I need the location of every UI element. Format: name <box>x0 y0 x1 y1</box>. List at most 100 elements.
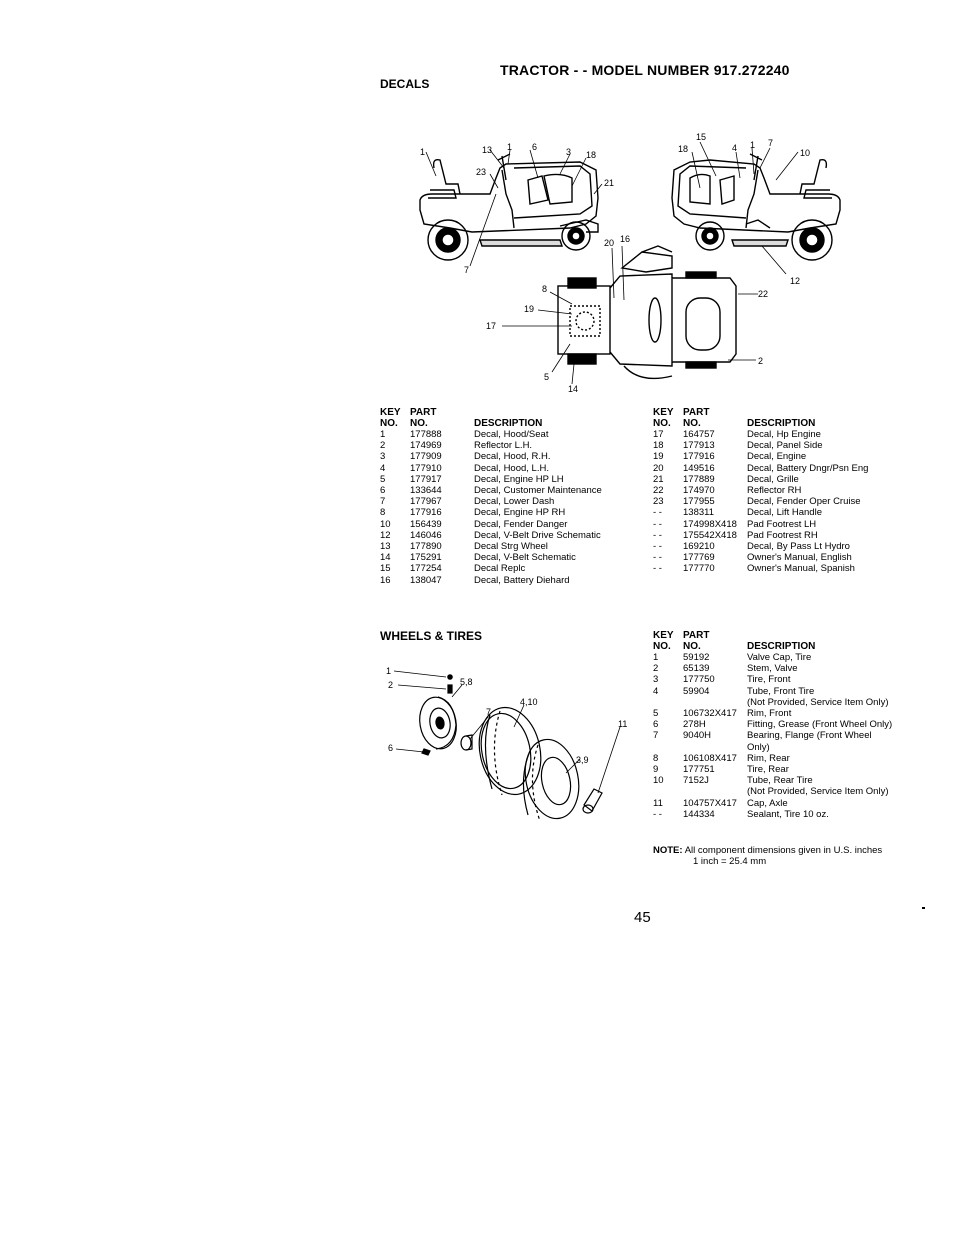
key-cell: 5 <box>380 473 386 485</box>
key-cell: 18 <box>653 440 664 452</box>
description-cell: Tire, Front <box>747 674 791 686</box>
col-header-part: PART <box>683 407 710 418</box>
note-label: NOTE: <box>653 845 683 856</box>
part-number-cell: 59192 <box>683 652 710 663</box>
col-header-part-no: NO. <box>410 418 428 429</box>
key-cell: 6 <box>653 719 659 731</box>
description-cell: Decal, Lift Handle <box>747 507 822 519</box>
key-cell: 3 <box>380 451 386 463</box>
callout-7: 7 <box>464 265 469 275</box>
decals-illustration: 1 13 1 6 3 18 23 21 7 15 18 4 1 7 10 12 … <box>419 132 841 394</box>
key-cell: 6 <box>380 485 386 497</box>
description-cell: Bearing, Flange (Front Wheel <box>747 730 872 742</box>
key-cell: 4 <box>380 462 386 474</box>
part-number-cell: 177967 <box>410 496 442 508</box>
description-cell: Decal, V-Belt Schematic <box>474 552 576 564</box>
col-header-description: DESCRIPTION <box>747 641 816 652</box>
part-number-cell: 106732X417 <box>683 708 737 720</box>
callout-16: 16 <box>620 234 630 244</box>
key-cell: 20 <box>653 462 664 474</box>
key-cell: 12 <box>380 529 391 541</box>
description-cell: (Not Provided, Service Item Only) <box>747 696 889 708</box>
callout-6: 6 <box>532 142 537 152</box>
description-cell: Valve Cap, Tire <box>747 652 812 663</box>
callout-18: 18 <box>678 144 688 154</box>
callout-13: 13 <box>482 145 492 155</box>
part-number-cell: 9040H <box>683 730 711 742</box>
part-number-cell <box>683 786 747 797</box>
part-number-cell: 65139 <box>683 663 710 675</box>
part-number-cell: 169210 <box>683 541 715 553</box>
col-header-description: DESCRIPTION <box>747 418 816 429</box>
key-cell: 15 <box>380 563 391 575</box>
decals-section-label: DECALS <box>380 77 430 91</box>
part-number-cell: 106108X417 <box>683 752 737 764</box>
description-cell: Decal, Lower Dash <box>474 496 555 508</box>
callout-14: 14 <box>568 384 578 394</box>
callout-22: 22 <box>758 289 768 299</box>
col-header-part: PART <box>410 407 437 418</box>
description-cell: Decal, Fender Oper Cruise <box>747 496 861 508</box>
key-cell <box>653 742 683 753</box>
description-cell: Reflector L.H. <box>474 440 533 452</box>
description-cell: Fitting, Grease (Front Wheel Only) <box>747 719 893 731</box>
wheels-callout-2: 2 <box>388 680 393 690</box>
key-cell: 1 <box>380 429 386 440</box>
wheels-callout-3-9: 3,9 <box>576 755 589 765</box>
callout-23: 23 <box>476 167 486 177</box>
callout-21: 21 <box>604 178 614 188</box>
stray-mark <box>922 907 925 909</box>
part-number-cell: 177955 <box>683 496 715 508</box>
part-number-cell: 177890 <box>410 541 442 553</box>
table-row: Only) <box>653 742 892 753</box>
callout-19: 19 <box>524 304 534 314</box>
wheels-callout-1: 1 <box>386 666 391 676</box>
table-row: 6 278H Fitting, Grease (Front Wheel Only) <box>653 719 892 730</box>
callout-18: 18 <box>586 150 596 160</box>
key-cell: - - <box>653 507 662 519</box>
table-row: (Not Provided, Service Item Only) <box>653 786 892 797</box>
description-cell: Decal Strg Wheel <box>474 541 548 553</box>
part-number-cell: 7152J <box>683 775 709 787</box>
callout-20: 20 <box>604 238 614 248</box>
page-number: 45 <box>634 909 651 926</box>
description-cell: Decal, Hood, R.H. <box>474 451 551 463</box>
part-number-cell: 149516 <box>683 462 715 474</box>
key-cell: 1 <box>653 652 659 663</box>
key-cell: 21 <box>653 473 664 485</box>
part-number-cell: 177751 <box>683 764 715 776</box>
col-header-key-no: NO. <box>653 641 671 652</box>
description-cell: Decal, V-Belt Drive Schematic <box>474 529 601 541</box>
wheels-section-label: WHEELS & TIRES <box>380 629 483 643</box>
part-number-cell: 138047 <box>410 574 442 586</box>
description-cell: Cap, Axle <box>747 797 788 809</box>
part-number-cell: 278H <box>683 719 706 731</box>
description-cell: Owner's Manual, English <box>747 552 852 564</box>
left-tractor-drawing <box>419 153 599 261</box>
description-cell: Pad Footrest RH <box>747 529 818 541</box>
part-number-cell: 138311 <box>683 507 714 519</box>
note-line-2: 1 inch = 25.4 mm <box>693 856 767 867</box>
col-header-description: DESCRIPTION <box>474 418 543 429</box>
col-header-part-no: NO. <box>683 641 701 652</box>
key-cell: - - <box>653 552 662 564</box>
part-number-cell: 133644 <box>410 485 442 497</box>
callout-3: 3 <box>566 147 571 157</box>
